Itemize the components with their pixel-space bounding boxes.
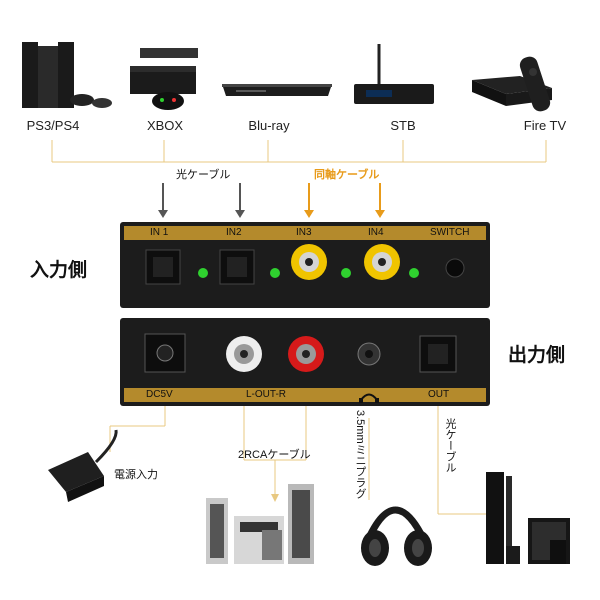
output-panel — [120, 318, 490, 406]
fire-tv-icon — [472, 56, 552, 112]
power-adapter-icon — [48, 429, 118, 502]
source-connector-lines — [51, 140, 547, 163]
source-label-xbox: XBOX — [146, 118, 184, 133]
power-input-label: 電源入力 — [114, 469, 158, 481]
stereo-speakers-icon — [206, 484, 314, 564]
xbox-console-icon — [130, 48, 198, 110]
source-label-firetv: Fire TV — [523, 118, 567, 133]
output-connector-lines — [109, 406, 486, 515]
optical-cable-label: 光ケーブル — [176, 169, 231, 181]
source-label-bluray: Blu-ray — [248, 118, 290, 133]
bluray-player-icon — [222, 84, 332, 96]
minijack-cable-label: 3.5mmミニプラグ — [354, 410, 366, 499]
port-label-in4: IN4 — [368, 227, 384, 238]
lr-out-label: L-OUT-R — [246, 389, 286, 400]
source-label-ps: PS3/PS4 — [26, 118, 80, 133]
headphones-icon — [361, 506, 432, 566]
coaxial-cable-label: 同軸ケーブル — [314, 169, 380, 181]
coaxial-input-arrows — [304, 183, 385, 218]
set-top-box-icon — [354, 44, 434, 104]
surround-speakers-icon — [486, 472, 570, 564]
optical-out-label: OUT — [428, 389, 450, 400]
port-label-in2: IN2 — [226, 227, 242, 238]
rca-cable-label: 2RCAケーブル — [238, 449, 311, 461]
optical-out-cable-label: 光ケーブル — [444, 418, 456, 473]
input-panel — [120, 222, 490, 308]
port-label-in3: IN3 — [296, 227, 312, 238]
headphone-icon — [359, 393, 379, 403]
output-side-label: 出力側 — [508, 345, 566, 366]
port-label-in1: IN 1 — [150, 227, 169, 238]
optical-input-arrows — [158, 183, 245, 218]
game-console-icon — [22, 42, 112, 108]
dc-label: DC5V — [146, 389, 173, 400]
switch-label: SWITCH — [430, 227, 470, 238]
input-side-label: 入力側 — [30, 260, 88, 281]
source-label-stb: STB — [390, 118, 416, 133]
